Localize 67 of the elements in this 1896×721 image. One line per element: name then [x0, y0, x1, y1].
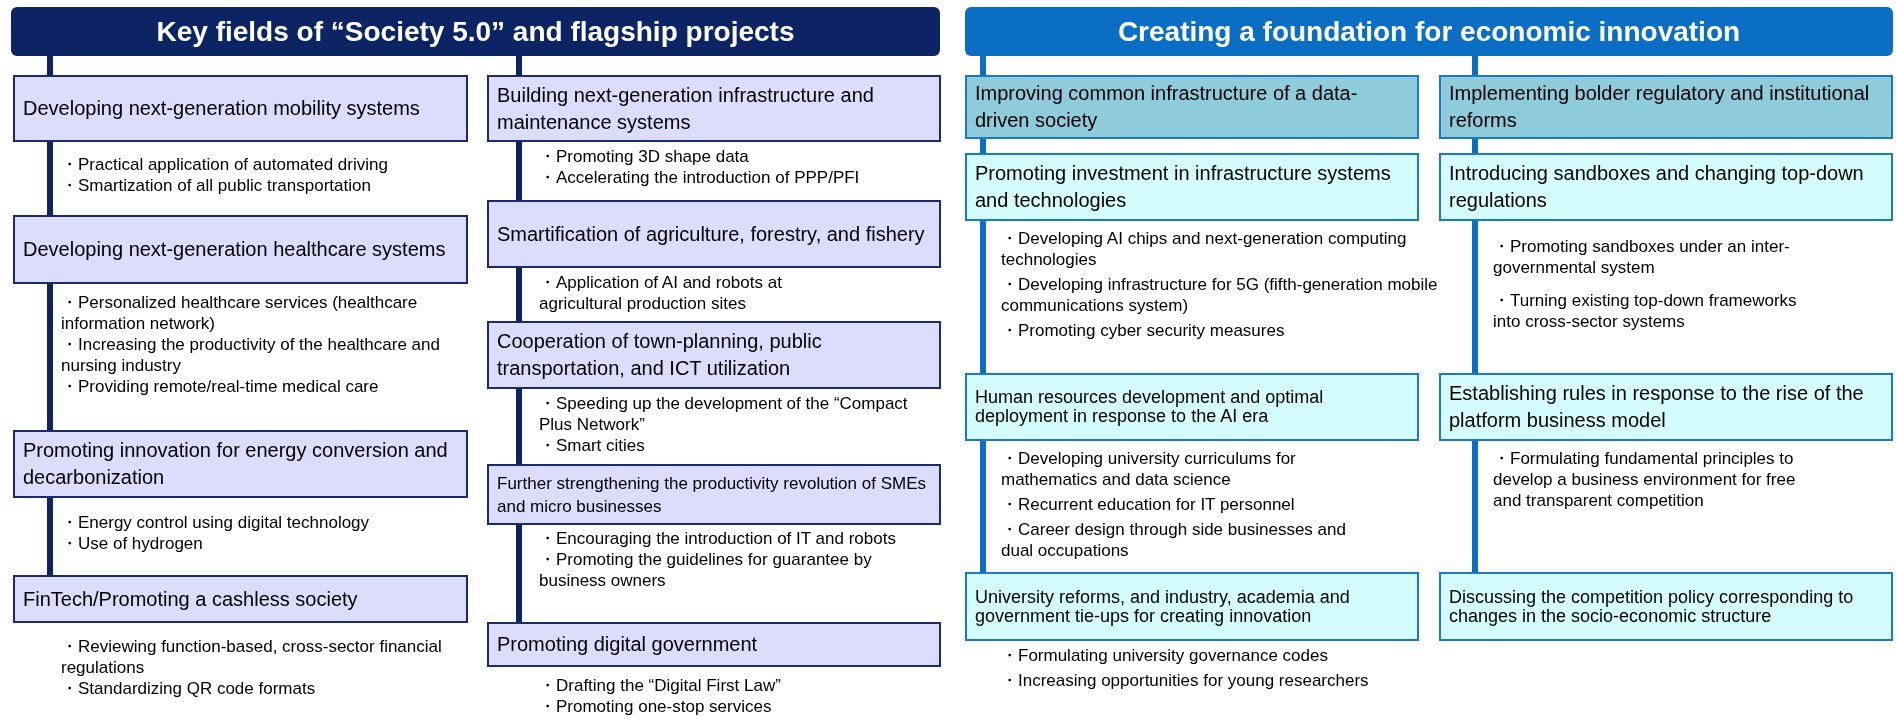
bullet-text: ・Energy control using digital technology — [61, 512, 371, 533]
bullet-text: ・Promoting the guidelines for guarantee by business owners — [539, 549, 873, 591]
bullet-text: ・Standardizing QR code formats — [61, 678, 317, 699]
bullet-text: ・Promoting sandboxes under an inter-governmental system — [1493, 236, 1791, 278]
bullet-text: ・Personalized healthcare services (healthcare information network) — [61, 292, 419, 334]
bullet-text: ・Developing AI chips and next-generation computing technologies — [1001, 228, 1408, 270]
bullet-text: ・Drafting the “Digital First Law” — [539, 675, 782, 696]
field-box — [487, 464, 941, 525]
field-box — [487, 75, 941, 142]
bullet-text: ・Smartization of all public transportation — [61, 175, 372, 196]
measure-box — [965, 153, 1419, 221]
bullet-text: ・Formulating university governance codes — [1001, 645, 1329, 666]
bullet-text: ・Formulating fundamental principles to develop a business environment for free and transparent competition — [1493, 448, 1797, 511]
box-title: Further strengthening the productivity revolution of SMEs and micro businesses — [497, 472, 927, 518]
bullet-text: ・Smart cities — [539, 435, 646, 456]
bullet-text: ・Providing remote/real-time medical care — [61, 376, 380, 397]
box-title: Promoting digital government — [497, 632, 758, 657]
box-title: Improving common infrastructure of a data-driven society — [975, 81, 1359, 133]
bullet-text: ・Increasing the productivity of the healthcare and nursing industry — [61, 334, 441, 376]
box-title: Cooperation of town-planning, public transportation, and ICT utilization — [497, 329, 823, 381]
section-header — [11, 7, 940, 56]
bullet-text: ・Reviewing function-based, cross-sector financial regulations — [61, 636, 443, 678]
section-header — [965, 7, 1893, 56]
bullet-text: ・Increasing opportunities for young researchers — [1001, 670, 1370, 691]
measure-box — [1439, 153, 1893, 221]
measure-box — [1439, 373, 1893, 441]
bullet-text: ・Developing university curriculums for mathematics and data science — [1001, 448, 1297, 490]
box-title: FinTech/Promoting a cashless society — [23, 586, 358, 612]
field-box — [487, 622, 941, 667]
category-box — [1439, 75, 1893, 139]
box-title: Building next-generation infrastructure and maintenance systems — [497, 82, 875, 135]
bullet-text: ・Accelerating the introduction of PPP/PFI — [539, 167, 861, 188]
box-title: Establishing rules in response to the rise of the platform business model — [1449, 381, 1865, 433]
bullet-text: ・Turning existing top-down frameworks into cross-sector systems — [1493, 290, 1798, 332]
box-title: Introducing sandboxes and changing top-down regulations — [1449, 161, 1865, 213]
bullet-text: ・Developing infrastructure for 5G (fifth-generation mobile communications system) — [1001, 274, 1439, 316]
bullet-text: ・Promoting cyber security measures — [1001, 320, 1286, 341]
box-title: Promoting innovation for energy conversion and decarbonization — [23, 438, 449, 490]
bullet-text: ・Career design through side businesses and dual occupations — [1001, 519, 1347, 561]
field-box — [13, 75, 468, 142]
field-box — [487, 200, 941, 268]
box-title: Smartification of agriculture, forestry, and fishery — [497, 221, 925, 247]
bullet-text: ・Speeding up the development of the “Compact Plus Network” — [539, 393, 909, 435]
field-box — [13, 215, 468, 284]
measure-box — [965, 373, 1419, 441]
box-title: Developing next-generation mobility systems — [23, 96, 420, 121]
field-box — [487, 321, 941, 389]
box-title: Developing next-generation healthcare systems — [23, 237, 446, 262]
box-title: Promoting investment in infrastructure systems and technologies — [975, 161, 1392, 213]
bullet-text: ・Encouraging the introduction of IT and robots — [539, 528, 897, 549]
bullet-text: ・Recurrent education for IT personnel — [1001, 494, 1296, 515]
box-title: University reforms, and industry, academia and government tie-ups for creating innovation — [975, 587, 1351, 626]
category-box — [965, 75, 1419, 139]
bullet-text: ・Use of hydrogen — [61, 533, 204, 554]
bullet-text: ・Promoting 3D shape data — [539, 146, 750, 167]
box-title: Discussing the competition policy corresponding to changes in the socio-economic structure — [1449, 587, 1855, 626]
field-box — [13, 575, 468, 623]
measure-box — [1439, 572, 1893, 641]
bullet-text: ・Practical application of automated driving — [61, 154, 389, 175]
header-title: Creating a foundation for economic innovation — [1117, 15, 1741, 48]
box-title: Human resources development and optimal deployment in response to the AI era — [975, 388, 1325, 426]
box-title: Implementing bolder regulatory and institutional reforms — [1449, 81, 1871, 133]
header-title: Key fields of “Society 5.0” and flagship projects — [156, 15, 795, 48]
bullet-text: ・Promoting one-stop services — [539, 696, 773, 717]
measure-box — [965, 572, 1419, 641]
bullet-text: ・Application of AI and robots at agricultural production sites — [539, 272, 783, 314]
field-box — [13, 430, 468, 498]
